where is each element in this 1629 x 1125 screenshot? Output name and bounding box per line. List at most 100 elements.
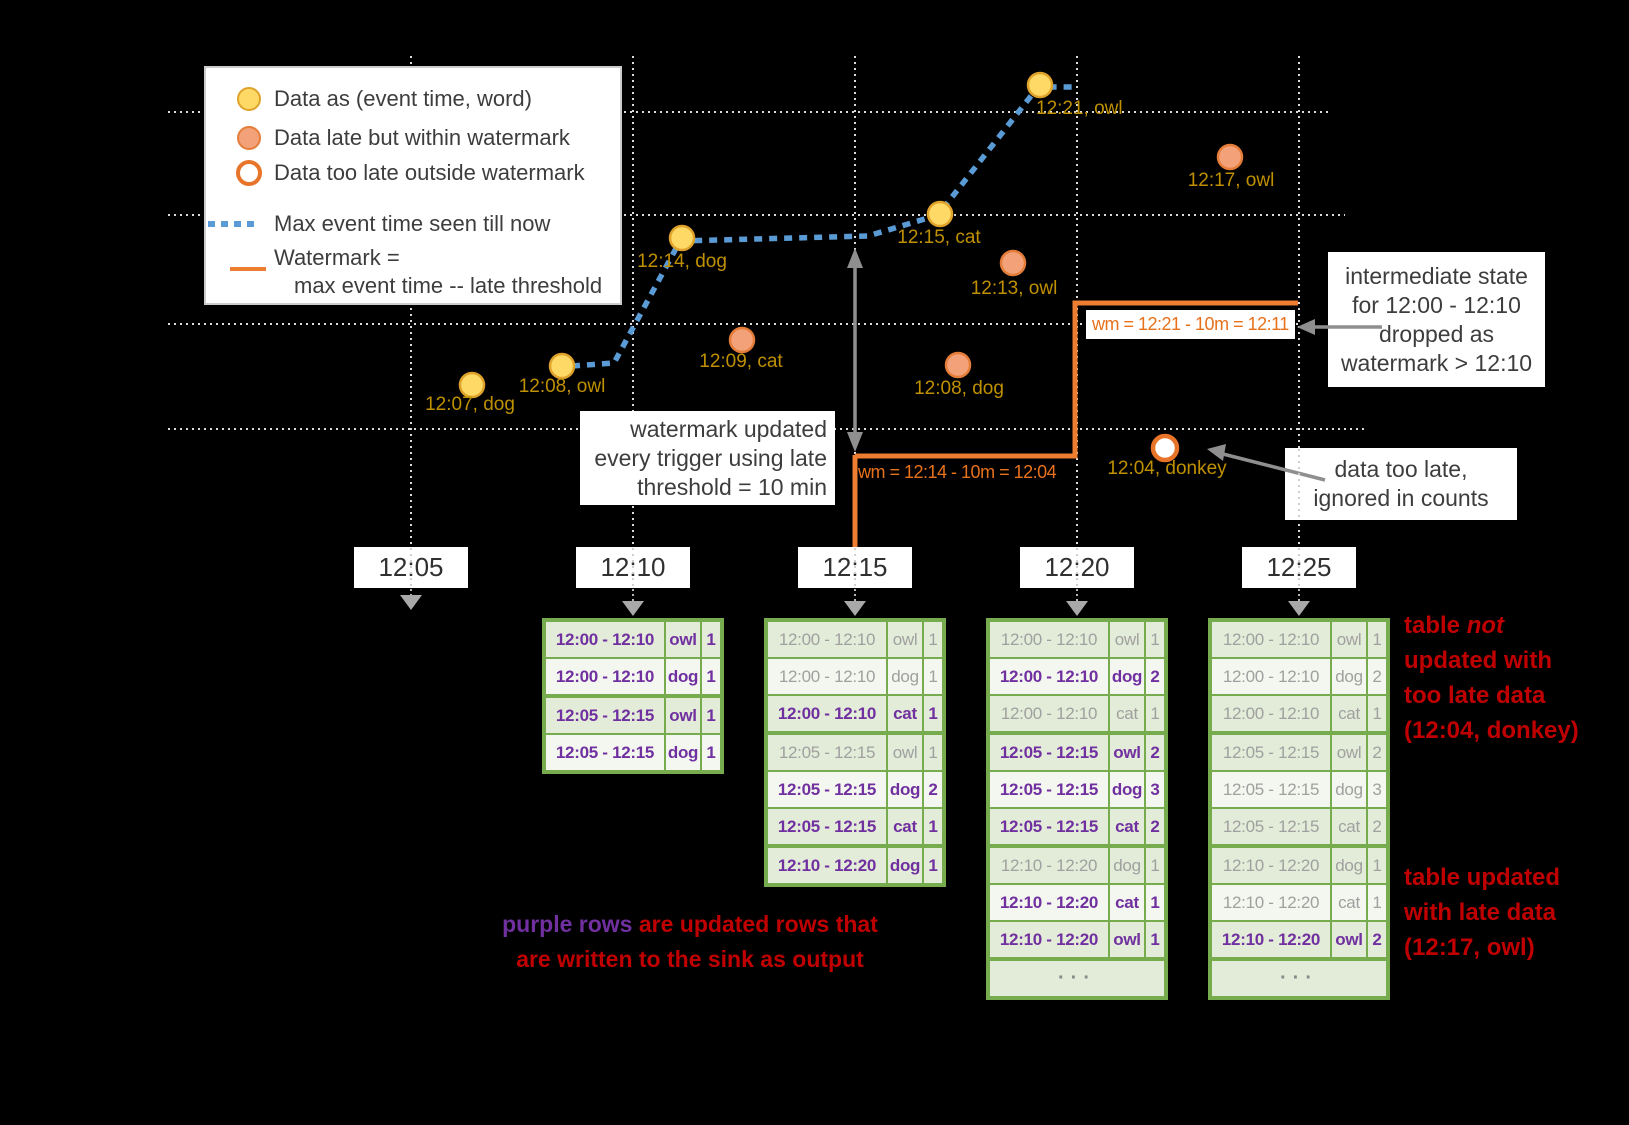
data-point-label: 12:08, dog <box>914 378 1004 399</box>
note-line: (12:17, owl) <box>1404 934 1535 961</box>
word-cell: dog <box>888 772 922 807</box>
toolate-dot-icon <box>236 160 262 186</box>
word-cell: owl <box>1332 622 1366 657</box>
max-event-line-icon <box>208 221 254 227</box>
legend: Data as (event time, word) Data late but… <box>204 66 622 305</box>
callout-line: watermark updated <box>630 416 827 442</box>
window-cell: 12:05 - 12:15 <box>768 772 886 807</box>
word-cell: owl <box>666 622 700 657</box>
count-cell: 2 <box>1368 809 1386 844</box>
tick-arrowhead-icon <box>844 601 866 616</box>
callout-line: threshold = 10 min <box>637 474 827 500</box>
count-cell: 1 <box>1146 885 1164 920</box>
window-cell: 12:05 - 12:15 <box>1212 735 1330 770</box>
count-cell: 3 <box>1368 772 1386 807</box>
count-cell: 1 <box>1368 885 1386 920</box>
note-line: updated with <box>1404 647 1552 674</box>
count-cell: 1 <box>1368 622 1386 657</box>
data-point-label: 12:15, cat <box>897 227 981 248</box>
too-late-arrow <box>1222 452 1326 482</box>
callout-line: intermediate state <box>1345 263 1528 289</box>
word-cell: dog <box>1332 659 1366 694</box>
count-cell: 1 <box>924 696 942 731</box>
window-cell: 12:00 - 12:10 <box>1212 622 1330 657</box>
window-cell: 12:10 - 12:20 <box>990 885 1108 920</box>
ontime-dot-icon <box>237 87 261 111</box>
word-cell: owl <box>1332 735 1366 770</box>
watermark-step-line <box>855 300 1298 459</box>
data-point-late <box>1216 143 1244 171</box>
note-line-italic: not <box>1466 612 1504 639</box>
window-cell: 12:00 - 12:10 <box>768 659 886 694</box>
note-line-pre: table <box>1404 612 1467 639</box>
double-arrow-down-head-icon <box>847 432 863 452</box>
count-cell: 2 <box>1368 735 1386 770</box>
window-cell: 12:00 - 12:10 <box>1212 696 1330 731</box>
window-cell: 12:00 - 12:10 <box>768 622 886 657</box>
legend-label: Data as (event time, word) <box>274 86 532 111</box>
count-cell: 1 <box>702 622 720 657</box>
window-cell: 12:00 - 12:10 <box>990 696 1108 731</box>
window-cell: 12:10 - 12:20 <box>990 922 1108 957</box>
word-cell: dog <box>1110 848 1144 883</box>
window-cell: 12:00 - 12:10 <box>546 659 664 694</box>
word-cell: dog <box>666 659 700 694</box>
data-point-late <box>944 351 972 379</box>
count-cell: 2 <box>1368 659 1386 694</box>
data-point-label: 12:13, owl <box>970 278 1058 299</box>
data-point-label: 12:08, owl <box>518 376 606 397</box>
count-cell: 1 <box>924 735 942 770</box>
watermark-formula-1: wm = 12:14 - 10m = 12:04 <box>858 462 1057 482</box>
note-line: with late data <box>1404 899 1557 926</box>
word-cell: dog <box>1332 772 1366 807</box>
callout-line: every trigger using late <box>594 445 827 471</box>
data-point-toolate <box>1150 433 1180 463</box>
word-cell: cat <box>1332 696 1366 731</box>
count-cell: 1 <box>1146 848 1164 883</box>
word-cell: owl <box>1110 922 1144 957</box>
word-cell: cat <box>888 696 922 731</box>
time-tick: 12:10 <box>576 547 690 588</box>
data-point-label: 12:17, owl <box>1187 170 1275 191</box>
ellipsis-cell: ··· <box>1212 961 1386 996</box>
count-cell: 2 <box>1146 735 1164 770</box>
word-cell: dog <box>666 735 700 770</box>
data-point-late <box>999 249 1027 277</box>
note-line: are written to the sink as output <box>516 946 864 972</box>
data-point-ontime <box>668 224 696 252</box>
count-cell: 1 <box>924 848 942 883</box>
word-cell: owl <box>888 622 922 657</box>
word-cell: cat <box>1332 809 1366 844</box>
count-cell: 2 <box>1146 809 1164 844</box>
callout-line: dropped as <box>1378 321 1495 347</box>
callout-line: ignored in counts <box>1313 485 1489 511</box>
word-cell: owl <box>888 735 922 770</box>
note-table-updated: table updated with late data (12:17, owl… <box>1404 860 1560 965</box>
data-point-ontime <box>458 371 486 399</box>
word-cell: cat <box>1110 809 1144 844</box>
count-cell: 1 <box>1146 696 1164 731</box>
callout-line: for 12:00 - 12:10 <box>1352 292 1521 318</box>
callout-intermediate-state: intermediate state for 12:00 - 12:10 dro… <box>1328 252 1545 387</box>
window-cell: 12:05 - 12:15 <box>1212 772 1330 807</box>
window-cell: 12:05 - 12:15 <box>990 809 1108 844</box>
callout-watermark-updated: watermark updated every trigger using la… <box>580 411 835 505</box>
data-point-ontime <box>548 352 576 380</box>
